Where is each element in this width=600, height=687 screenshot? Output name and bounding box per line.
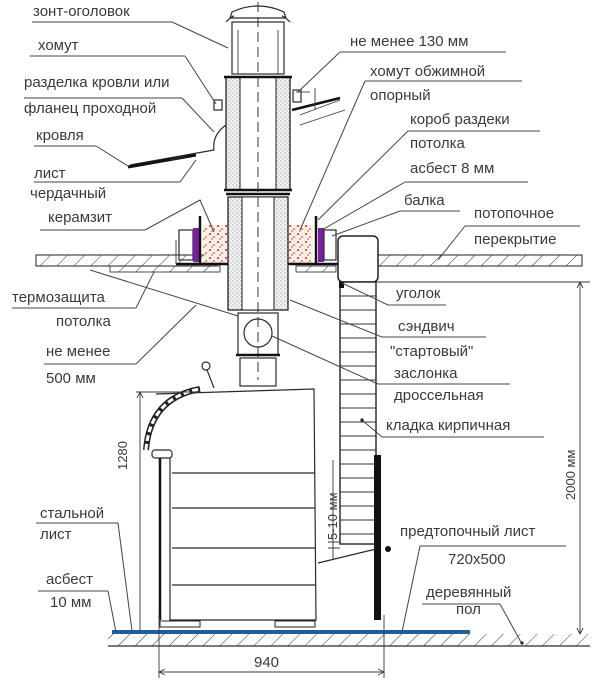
labels-left: зонт-оголовок хомут разделка кровли или … xyxy=(12,3,239,633)
dim-gap: 5-10 мм xyxy=(325,492,340,540)
label-asbestos8: асбест 8 мм xyxy=(410,160,494,177)
label-support-clamp-2: опорный xyxy=(370,87,431,104)
label-floor-slab-2: перекрытие xyxy=(474,231,556,248)
label-ceiling-box-2: потолка xyxy=(410,135,465,152)
dim-2000: 2000 мм xyxy=(563,450,578,500)
label-damper-2: дроссельная xyxy=(394,387,484,404)
ceiling xyxy=(35,216,583,273)
label-beam: балка xyxy=(404,192,445,209)
label-thermal-2: потолка xyxy=(56,313,111,330)
label-steel-sheet-1: стальной xyxy=(40,505,104,522)
clamp-left xyxy=(213,99,223,111)
labels-right: не менее 130 мм хомут обжимной опорный к… xyxy=(271,33,580,645)
chimney xyxy=(213,2,302,387)
label-angle: уголок xyxy=(396,285,441,302)
floor-steel-sheet xyxy=(112,630,470,634)
floor-hatch xyxy=(108,634,588,646)
thermal-protection xyxy=(109,265,221,273)
clamp-right xyxy=(292,89,302,103)
label-floor-slab-1: потопочное xyxy=(474,205,554,222)
label-min500-1: не менее xyxy=(46,343,110,360)
label-wooden-floor-2: пол xyxy=(456,601,481,618)
label-thermal-1: термозащита xyxy=(12,289,106,306)
wall-steel-sheet xyxy=(374,455,381,620)
stove xyxy=(143,361,317,621)
label-min130: не менее 130 мм xyxy=(350,33,468,50)
label-asbestos10-1: асбест xyxy=(46,571,93,588)
claydite-left xyxy=(203,225,227,263)
roof xyxy=(127,88,346,169)
label-brickwork: кладка кирпичная xyxy=(386,417,510,434)
dimensions: 1280 2000 мм 940 5-10 мм xyxy=(115,280,590,678)
asbestos-right xyxy=(318,228,324,262)
label-roof-flange-2: фланец проходной xyxy=(24,100,156,117)
label-attic-sheet-1: лист xyxy=(34,165,66,182)
roof-flange xyxy=(129,124,227,166)
label-hearth-sheet-2: 720x500 xyxy=(448,551,506,568)
label-hearth-sheet-1: предтопочный лист xyxy=(400,523,535,540)
dim-1280: 1280 xyxy=(115,441,130,470)
label-roof: кровля xyxy=(36,127,84,144)
label-ceiling-box-1: короб раздеки xyxy=(410,111,510,128)
label-wooden-floor-1: деревянный xyxy=(426,584,511,601)
claydite-right xyxy=(289,225,313,263)
floor xyxy=(108,620,590,647)
label-asbestos10-2: 10 мм xyxy=(50,594,91,611)
label-claydite: керамзит xyxy=(48,209,112,226)
beam xyxy=(337,235,379,283)
rain-cap xyxy=(229,5,287,19)
stove-body xyxy=(155,388,317,621)
angle-steel xyxy=(339,282,344,288)
label-roof-flange-1: разделка кровли или xyxy=(24,74,170,91)
roof-line xyxy=(127,153,197,169)
label-clamp: хомут xyxy=(38,37,79,54)
label-starter-1: сэндвич xyxy=(398,318,455,335)
label-support-clamp-1: хомут обжимной xyxy=(370,63,485,80)
label-damper-1: заслонка xyxy=(394,365,458,382)
label-min500-2: 500 мм xyxy=(46,370,96,387)
damper xyxy=(243,318,273,348)
label-starter-2: "стартовый" xyxy=(390,343,473,360)
label-attic-sheet-2: чердачный xyxy=(30,185,106,202)
asbestos-left xyxy=(193,228,199,262)
dim-940: 940 xyxy=(254,654,279,671)
label-steel-sheet-2: лист xyxy=(40,526,72,543)
label-rain-cap: зонт-оголовок xyxy=(33,3,130,20)
brick-wall xyxy=(317,235,391,620)
